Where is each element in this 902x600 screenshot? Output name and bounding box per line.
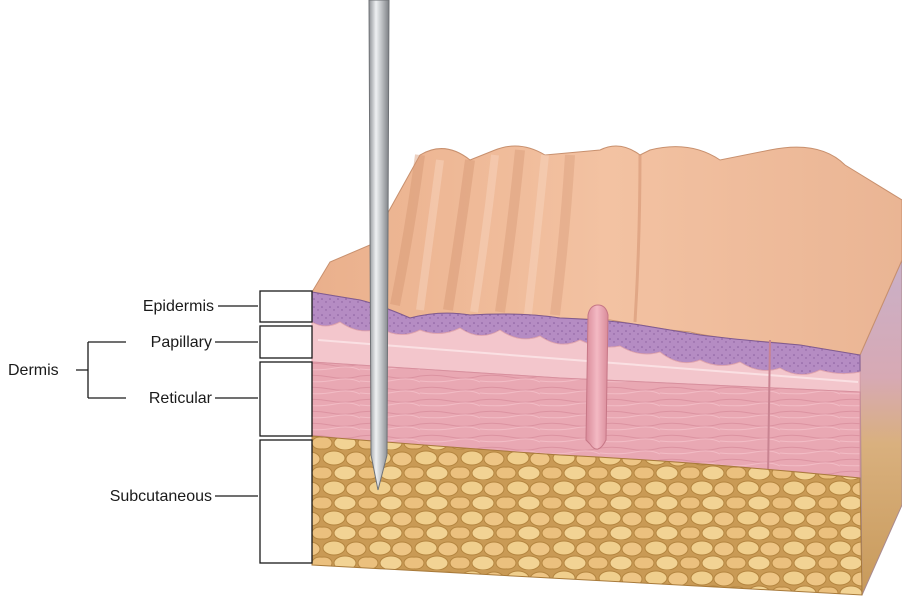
epidermis-bracket bbox=[260, 291, 312, 322]
hair-follicle bbox=[586, 305, 608, 449]
layer-brackets bbox=[260, 291, 312, 563]
papillary-bracket bbox=[260, 326, 312, 358]
needle bbox=[369, 0, 389, 490]
label-reticular: Reticular bbox=[149, 390, 213, 407]
label-papillary: Papillary bbox=[151, 334, 212, 351]
reticular-bracket bbox=[260, 362, 312, 436]
label-epidermis: Epidermis bbox=[143, 298, 214, 315]
label-subcutaneous: Subcutaneous bbox=[110, 488, 212, 505]
label-dermis: Dermis bbox=[8, 362, 59, 379]
subcutaneous-bracket bbox=[260, 440, 312, 563]
